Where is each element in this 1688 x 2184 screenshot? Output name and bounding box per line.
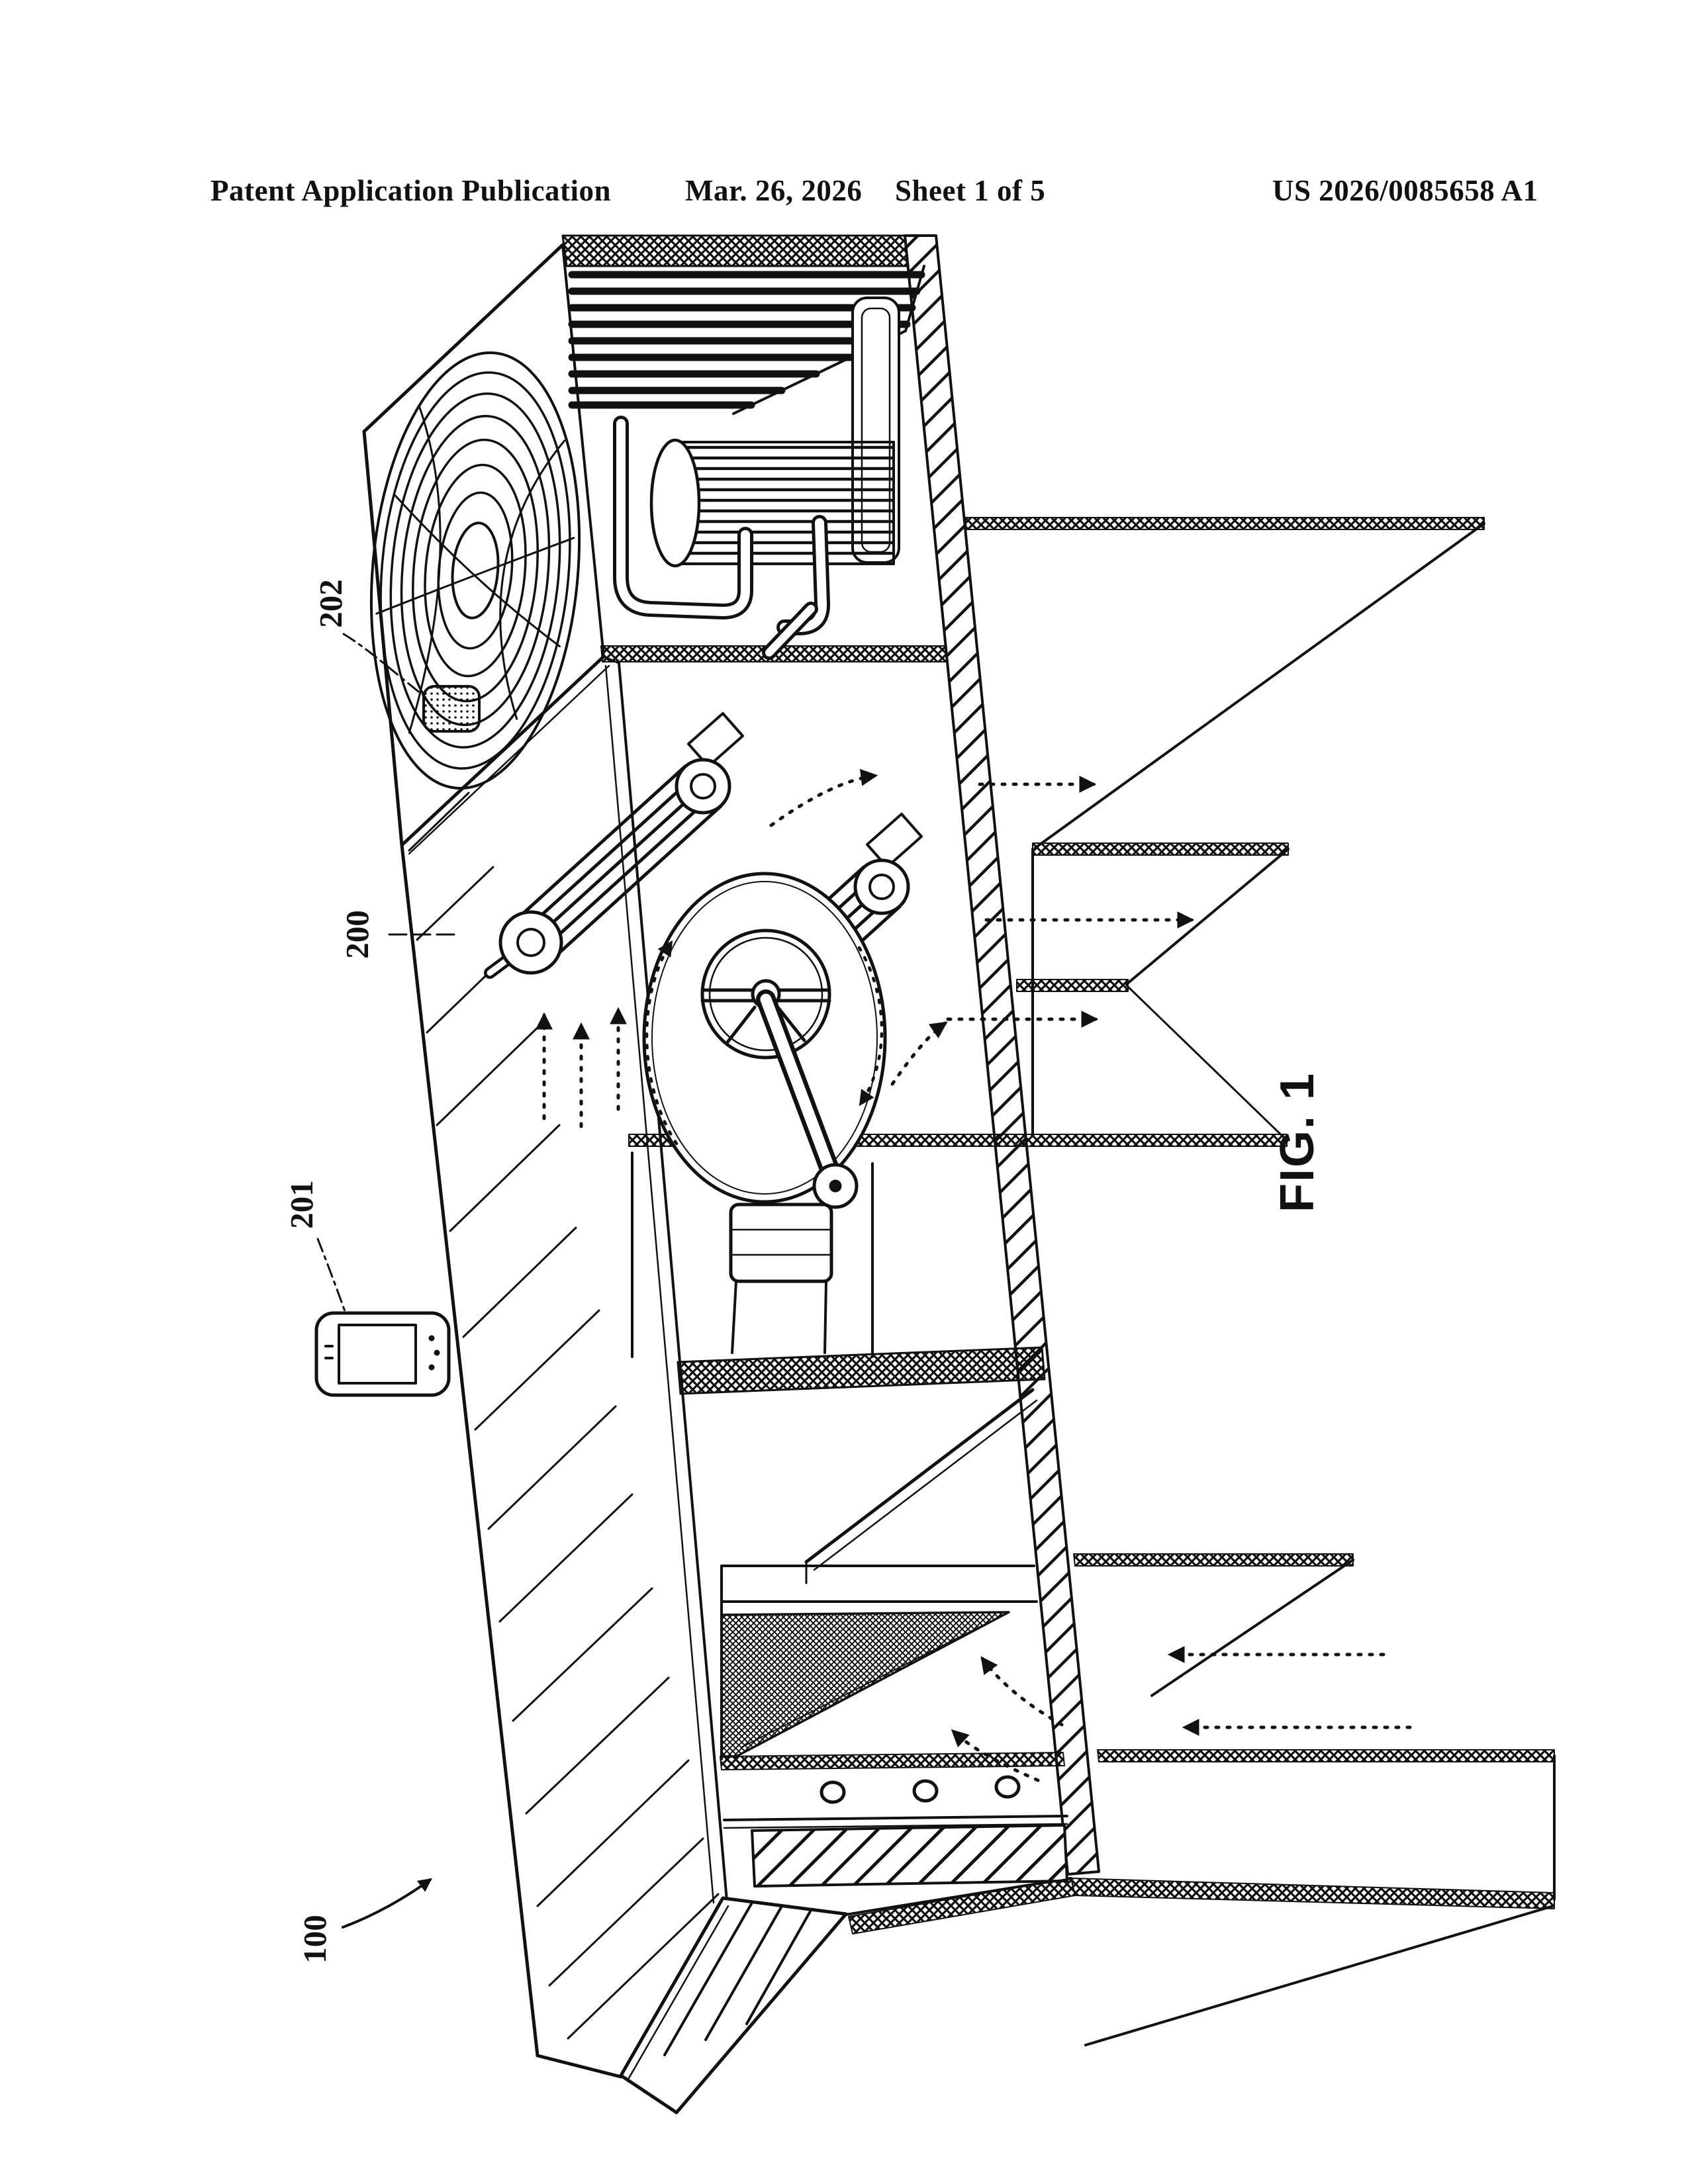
supply-duct-upper bbox=[964, 517, 1485, 849]
blower-motor bbox=[729, 1203, 833, 1354]
smartphone bbox=[314, 1311, 451, 1397]
belt-drive bbox=[756, 989, 859, 1209]
leader-201 bbox=[316, 1238, 347, 1314]
label-201: 201 bbox=[283, 1180, 320, 1229]
sensor-module bbox=[422, 685, 481, 733]
fan-guard-icon bbox=[375, 405, 575, 734]
filter-airflow-arrows bbox=[951, 1656, 1064, 1782]
phone-buttons-icon bbox=[428, 1335, 440, 1371]
label-100: 100 bbox=[297, 1915, 333, 1964]
access-panel-holes bbox=[820, 1775, 1021, 1804]
label-200: 200 bbox=[339, 910, 375, 959]
partition-panel bbox=[677, 1346, 1046, 1395]
refrigerant-pipes bbox=[613, 416, 830, 660]
discharge-chute bbox=[619, 1896, 848, 2115]
leader-100 bbox=[342, 1878, 432, 1929]
sheet-number: Sheet 1 of 5 bbox=[895, 174, 1046, 207]
publication-date: Mar. 26, 2026 bbox=[685, 174, 863, 207]
front-panel-shading bbox=[408, 792, 720, 2040]
return-airflow-arrows bbox=[1167, 1646, 1412, 1736]
compressor bbox=[613, 296, 900, 660]
heat-exchanger-coil-1 bbox=[484, 712, 744, 979]
base-panel bbox=[751, 1824, 1068, 1888]
blower-rotation-arrows bbox=[645, 940, 884, 1146]
return-duct-lower bbox=[1084, 1749, 1556, 2046]
document-number: US 2026/0085658 A1 bbox=[1272, 174, 1538, 207]
leader-202 bbox=[342, 633, 429, 700]
supply-airflow-arrows bbox=[769, 768, 1195, 1086]
speaker-icon bbox=[324, 1345, 334, 1359]
page-header: Patent Application Publication Mar. 26, … bbox=[0, 173, 1688, 220]
publication-title: Patent Application Publication bbox=[211, 174, 612, 207]
blower-assembly bbox=[631, 872, 887, 1358]
louver-panel bbox=[568, 265, 925, 415]
figure-caption: FIG. 1 bbox=[1271, 1072, 1324, 1212]
base-section bbox=[720, 1752, 1555, 1934]
right-wall-section bbox=[904, 234, 1100, 1876]
damper-blade bbox=[804, 1388, 1038, 1584]
air-filter bbox=[720, 1611, 1010, 1758]
label-202: 202 bbox=[312, 579, 349, 628]
return-duct-upper bbox=[1073, 1553, 1354, 1697]
